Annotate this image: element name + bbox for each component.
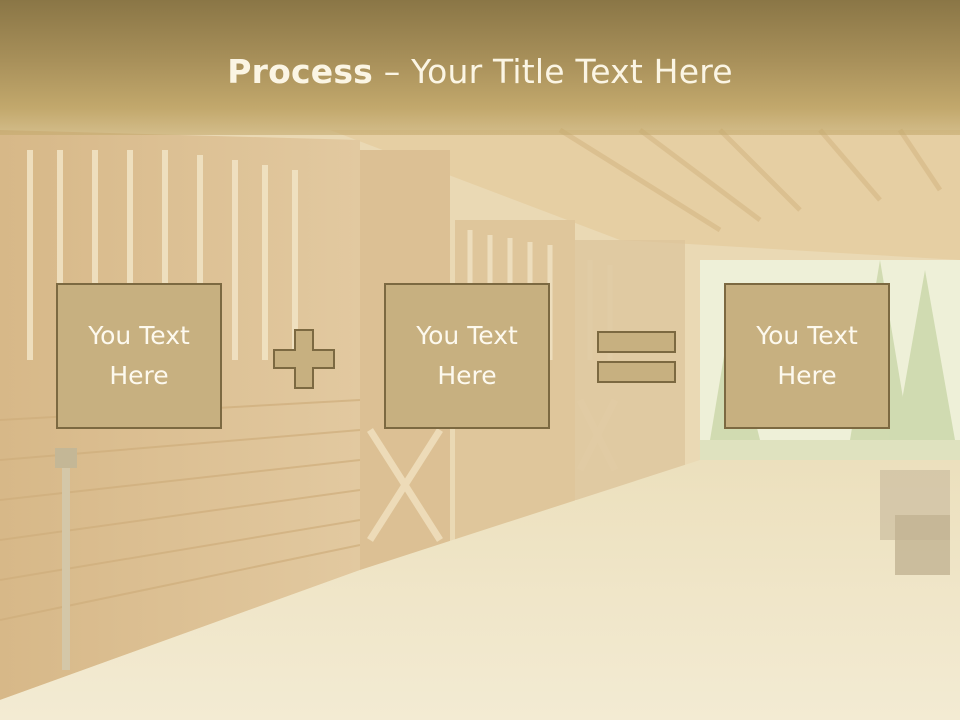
box-text: You Text Here: [88, 321, 190, 390]
process-box-1[interactable]: You Text Here: [56, 283, 222, 429]
box-text: You Text Here: [756, 321, 858, 390]
box-text: You Text Here: [416, 321, 518, 390]
slide-title[interactable]: Process – Your Title Text Here: [0, 52, 960, 91]
process-box-2[interactable]: You Text Here: [384, 283, 550, 429]
title-rest: – Your Title Text Here: [373, 52, 733, 91]
title-bar: [0, 0, 960, 135]
equals-icon: [597, 331, 676, 383]
title-bold: Process: [227, 52, 374, 91]
plus-icon: [273, 329, 335, 389]
process-box-3[interactable]: You Text Here: [724, 283, 890, 429]
